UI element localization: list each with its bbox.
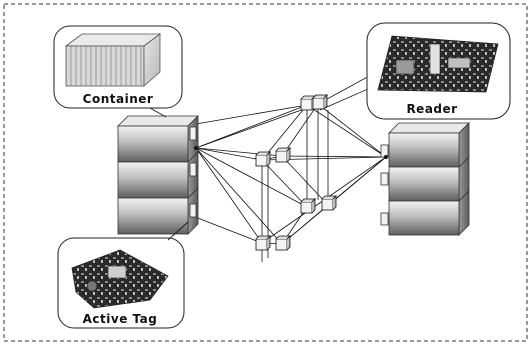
container-label: Container	[83, 92, 154, 106]
relay-node-cube	[276, 236, 290, 250]
reader-stack	[381, 123, 469, 235]
container-stack	[118, 116, 198, 234]
container-callout: Container	[54, 26, 182, 117]
connection-lines	[190, 68, 386, 262]
tag-device	[190, 204, 196, 217]
tag-device	[381, 213, 388, 225]
relay-node-cube	[256, 152, 270, 166]
reader-label: Reader	[406, 102, 457, 116]
relay-node-cube	[256, 236, 270, 250]
tag-device	[190, 127, 196, 140]
reader-callout: Reader	[367, 23, 510, 119]
relay-node-cube	[322, 196, 336, 210]
shipping-container-icon	[66, 34, 160, 86]
tag-device	[190, 163, 196, 176]
relay-node-cube	[276, 148, 290, 162]
active-tag-callout: Active Tag	[58, 222, 188, 328]
stack-box	[381, 123, 469, 167]
tag-device	[381, 173, 388, 185]
reader-circuit-board-icon	[378, 36, 498, 92]
stack-box	[118, 116, 198, 162]
relay-node-cube	[313, 95, 327, 109]
tag-device	[381, 145, 388, 157]
active-tag-label: Active Tag	[83, 312, 158, 326]
relay-node-cube	[301, 199, 315, 213]
